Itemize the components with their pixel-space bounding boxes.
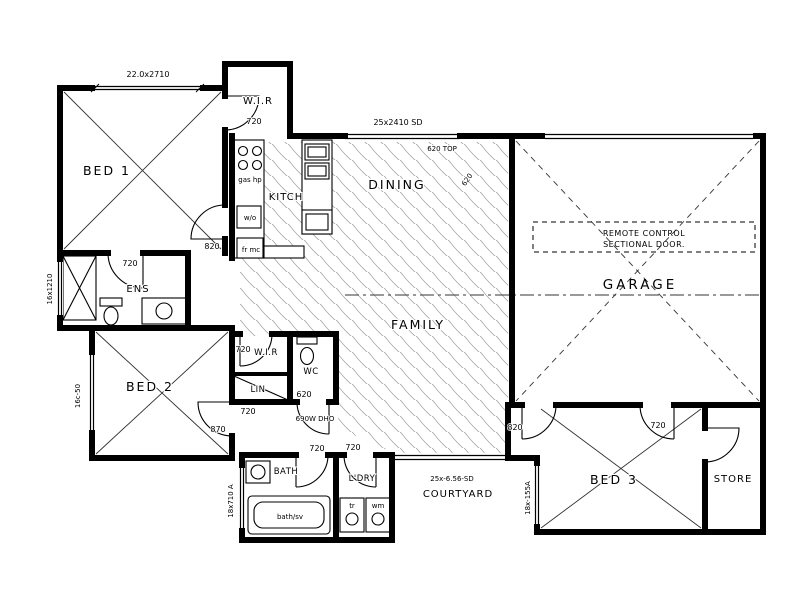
- trough-bowl-icon: [345, 512, 359, 526]
- door-size-ens: 720: [122, 259, 137, 268]
- room-label-linen: LIN: [250, 385, 265, 395]
- remote-door-note-line1: REMOTE CONTROL: [603, 229, 685, 238]
- room-label-kitchen: KITCH: [269, 192, 304, 203]
- room-label-wir2: W.I.R: [254, 348, 278, 358]
- top-sliding-door: [345, 133, 460, 140]
- pantry-unit: [305, 213, 329, 231]
- room-label-bed1: BED 1: [83, 163, 131, 178]
- note-fridge-micro: fr mc: [242, 246, 260, 254]
- fixtures-layer: [62, 139, 391, 535]
- room-label-garage: GARAGE: [603, 277, 678, 293]
- bath-door-swing: [295, 454, 329, 488]
- bath-basin-icon: [250, 464, 266, 480]
- bed1-door-swing: [190, 204, 226, 240]
- window-mask: [534, 466, 540, 524]
- note-trough: tr: [349, 502, 355, 510]
- room-label-bed2: BED 2: [126, 379, 174, 394]
- kitchen-return-bench: [263, 245, 305, 259]
- note-wall-oven: w/o: [244, 214, 256, 222]
- bed3-window: [534, 466, 540, 524]
- wc-toilet-cistern: [296, 336, 318, 345]
- bed2-cross-lines: [95, 331, 229, 455]
- gas-burner-icon: [237, 159, 249, 171]
- door-size-bed1: 820: [204, 242, 219, 251]
- window-mask: [239, 468, 245, 528]
- dim-courtyard-slider: 25x-6.56-SD: [430, 475, 474, 483]
- window-mask: [95, 85, 200, 91]
- hall-width-label: 870: [210, 425, 225, 434]
- garage-sectional-door: [545, 133, 753, 140]
- ens-toilet-cistern: [99, 297, 123, 307]
- door-size-bath: 720: [309, 444, 324, 453]
- room-label-wc: WC: [303, 367, 318, 377]
- gas-burner-icon: [237, 145, 249, 157]
- door-size-wir2: 720: [235, 345, 250, 354]
- washer-drum-icon: [371, 512, 385, 526]
- ens-toilet-pan-icon: [103, 306, 119, 326]
- room-label-store: STORE: [714, 474, 753, 485]
- hall-door-swing: [521, 404, 557, 440]
- linen-shelf-line: [233, 375, 289, 401]
- wc-door-swing: [296, 401, 330, 435]
- ens-door-swing: [107, 252, 144, 289]
- note-washer: wm: [372, 502, 385, 510]
- door-size-wc: 620: [296, 390, 311, 399]
- windows-layer: [57, 83, 753, 528]
- door-size-bed3: 720: [650, 421, 665, 430]
- note-dho: 690W DHO: [296, 415, 335, 423]
- door-size-laundry: 720: [345, 443, 360, 452]
- laundry-door-swing: [343, 454, 377, 488]
- dim-bed2-window: 16c-50: [74, 384, 82, 408]
- note-bath-fitting: bath/sv: [277, 513, 303, 521]
- room-label-laundry: L'DRY: [349, 474, 376, 484]
- bathtub-inner: [253, 501, 325, 529]
- wir2-door-swing: [239, 333, 273, 367]
- bed3-door-swing: [639, 404, 675, 440]
- bed2-window: [89, 355, 95, 430]
- doors-layer: [107, 95, 740, 488]
- note-gas-hotplate: gas hp: [238, 176, 262, 184]
- bed3-cross-lines: [540, 408, 702, 529]
- shower-cross-icon: [62, 255, 97, 321]
- sink-bowl-icon: [307, 146, 327, 158]
- wc-toilet-pan-icon: [299, 346, 315, 366]
- dim-bath-window: 18x710 A: [227, 484, 235, 518]
- bed1-window: [95, 85, 200, 91]
- room-label-ens: ENS: [126, 284, 149, 295]
- dim-620-top: 620 TOP: [427, 145, 457, 153]
- courtyard-sliding-door: [392, 454, 508, 461]
- door-size-bed2: 720: [240, 407, 255, 416]
- dim-ens-window: 16x1210: [46, 274, 54, 305]
- window-mask: [57, 262, 63, 315]
- door-size-wir1: 720: [246, 117, 261, 126]
- sink-bowl-icon: [307, 165, 327, 177]
- dim-top-slider: 25x2410 SD: [373, 118, 422, 127]
- ens-basin-icon: [155, 302, 173, 320]
- window-mask: [545, 133, 753, 139]
- door-size-hall: 820: [507, 423, 522, 432]
- fridge-icon: [236, 237, 264, 259]
- wir1-door-swing: [224, 95, 260, 131]
- garage-door-dashed-box: [532, 221, 756, 253]
- ens-window: [57, 262, 63, 315]
- dimension-ticks: [90, 83, 205, 93]
- wall-oven-icon: [236, 205, 262, 229]
- room-label-family: FAMILY: [391, 317, 445, 332]
- room-label-dining: DINING: [368, 177, 425, 192]
- room-label-wir1: W.I.R: [243, 96, 273, 107]
- room-label-bath: BATH: [274, 467, 299, 477]
- window-mask: [89, 355, 95, 430]
- room-label-courtyard: COURTYARD: [423, 489, 493, 500]
- garage-cross-lines: [515, 140, 760, 402]
- room-label-bed3: BED 3: [590, 472, 638, 487]
- bed2-door-swing: [197, 401, 233, 437]
- gas-burner-icon: [251, 145, 263, 157]
- bath-window: [239, 468, 245, 528]
- dim-bed1-window: 22.0x2710: [127, 70, 170, 79]
- store-door-swing: [704, 427, 740, 463]
- gas-burner-icon: [251, 159, 263, 171]
- dim-bed3-window: 18x-155A: [524, 481, 532, 515]
- remote-door-note-line2: SECTIONAL DOOR.: [603, 240, 685, 249]
